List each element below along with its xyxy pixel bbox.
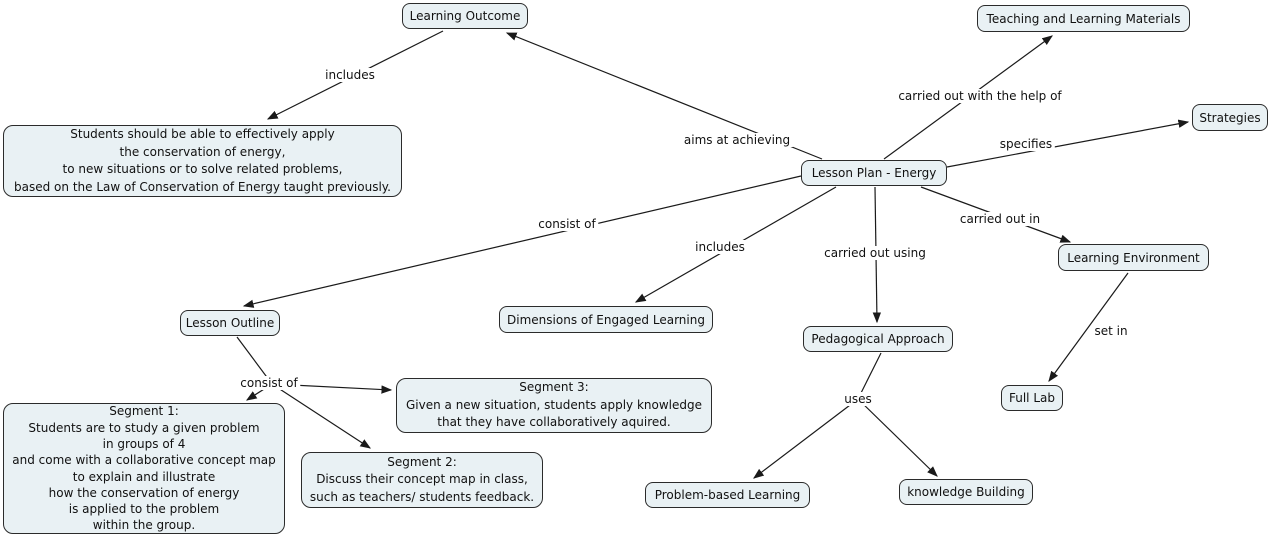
edge-label-carried-out-in[interactable]: carried out in bbox=[956, 212, 1044, 226]
textbox-segment-1[interactable]: Segment 1: Students are to study a given… bbox=[3, 403, 285, 534]
edge-label-includes-outcome[interactable]: includes bbox=[322, 68, 378, 82]
edge-label-includes-dimensions[interactable]: includes bbox=[692, 240, 748, 254]
edge-consist-to-segment-2 bbox=[271, 383, 372, 449]
node-learning-outcome[interactable]: Learning Outcome bbox=[402, 3, 528, 29]
edge-uses-to-problem-based bbox=[753, 398, 859, 479]
edge-label-consist-of-segments[interactable]: consist of bbox=[237, 376, 301, 390]
node-problem-based-learning[interactable]: Problem-based Learning bbox=[645, 482, 810, 508]
edge-lesson-plan-to-strategies bbox=[946, 119, 1190, 168]
node-lesson-outline[interactable]: Lesson Outline bbox=[180, 310, 280, 336]
edge-label-carried-out-with-help[interactable]: carried out with the help of bbox=[895, 89, 1065, 103]
textbox-learning-outcome-detail[interactable]: Students should be able to effectively a… bbox=[3, 125, 402, 197]
textbox-segment-3[interactable]: Segment 3: Given a new situation, studen… bbox=[396, 378, 712, 433]
edge-label-specifies[interactable]: specifies bbox=[996, 137, 1056, 151]
edge-lesson-plan-to-outline bbox=[242, 175, 802, 308]
edge-label-consist-of-outline[interactable]: consist of bbox=[535, 217, 599, 231]
node-lesson-plan-energy[interactable]: Lesson Plan - Energy bbox=[801, 160, 947, 186]
edge-label-uses[interactable]: uses bbox=[841, 392, 875, 406]
node-dimensions-of-engaged-learning[interactable]: Dimensions of Engaged Learning bbox=[499, 306, 713, 333]
node-full-lab[interactable]: Full Lab bbox=[1001, 385, 1063, 411]
edge-pedagogical-to-uses-label bbox=[857, 352, 882, 400]
textbox-segment-2[interactable]: Segment 2: Discuss their concept map in … bbox=[301, 452, 543, 508]
edge-label-aims-at-achieving[interactable]: aims at achieving bbox=[680, 133, 794, 147]
edge-label-set-in[interactable]: set in bbox=[1091, 324, 1131, 338]
edge-uses-to-knowledge-building bbox=[857, 398, 938, 477]
edge-label-carried-out-using[interactable]: carried out using bbox=[821, 246, 929, 260]
edge-environment-to-full-lab bbox=[1048, 272, 1129, 382]
node-learning-environment[interactable]: Learning Environment bbox=[1058, 244, 1209, 271]
node-teaching-and-learning-materials[interactable]: Teaching and Learning Materials bbox=[977, 5, 1190, 32]
node-pedagogical-approach[interactable]: Pedagogical Approach bbox=[803, 326, 953, 352]
node-strategies[interactable]: Strategies bbox=[1192, 104, 1268, 131]
node-knowledge-building[interactable]: knowledge Building bbox=[899, 479, 1033, 505]
